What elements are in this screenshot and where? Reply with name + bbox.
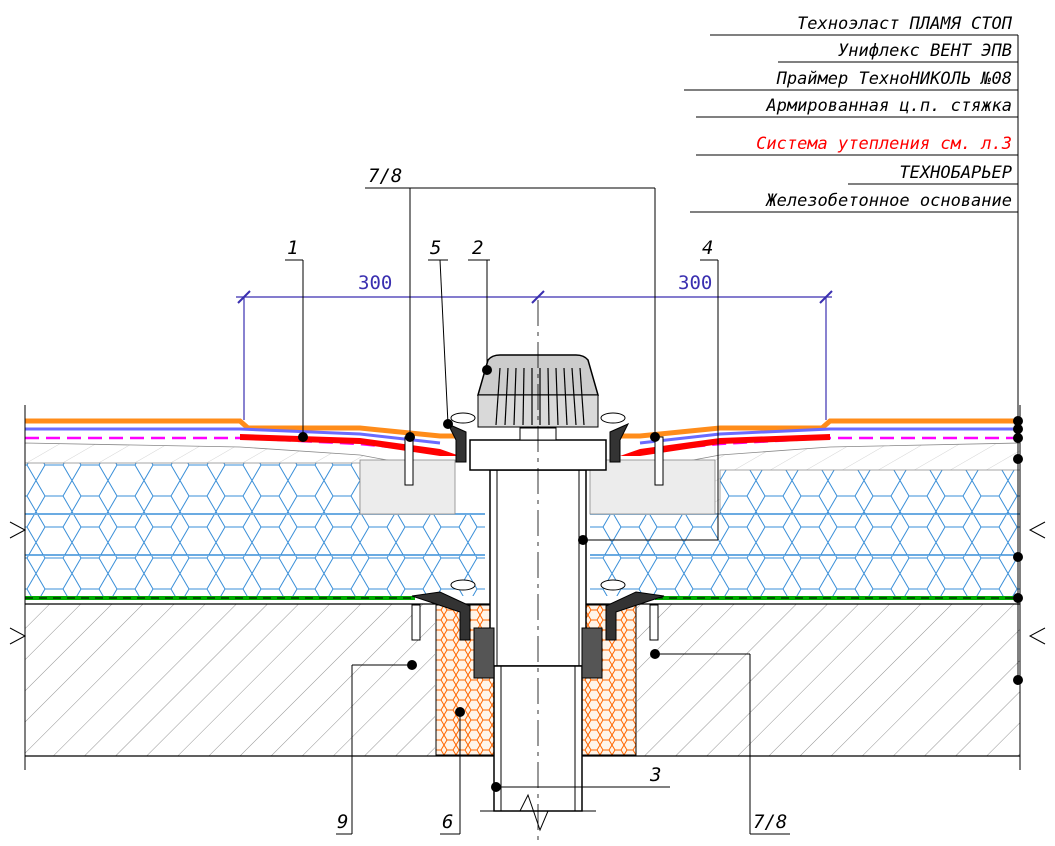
layer-label-7: Железобетонное основание <box>764 191 1012 211</box>
dimension-lines <box>236 290 833 420</box>
callout-3: 3 <box>649 764 661 786</box>
layer-label-4: Армированная ц.п. стяжка <box>765 96 1012 116</box>
callout-5: 5 <box>430 237 441 259</box>
layer-label-3: Праймер ТехноНИКОЛЬ №08 <box>776 69 1012 89</box>
break-symbols <box>9 405 1046 832</box>
callout-6: 6 <box>442 811 453 833</box>
layer-label-6: ТЕХНОБАРЬЕР <box>899 163 1012 183</box>
dimension-left: 300 <box>358 272 392 294</box>
screed-layer <box>24 442 1021 515</box>
callout-leaders <box>285 187 790 835</box>
callout-1: 1 <box>287 237 298 259</box>
concrete-slab <box>25 603 1020 757</box>
layer-label-2: Унифлекс ВЕНТ ЭПВ <box>838 41 1012 61</box>
layer-label-5: Система утепления см. л.3 <box>756 134 1012 154</box>
callout-9: 9 <box>337 811 348 833</box>
callout-dots <box>298 365 660 792</box>
callout-7-8-bottom: 7/8 <box>753 811 787 833</box>
callout-2: 2 <box>472 237 483 259</box>
layer-legend: Техноэласт ПЛАМЯ СТОП Унифлекс ВЕНТ ЭПВ … <box>756 14 1013 211</box>
clamping-flanges <box>411 412 665 641</box>
layer-label-1: Техноэласт ПЛАМЯ СТОП <box>797 14 1013 34</box>
callout-4: 4 <box>702 237 713 259</box>
layer-leader-dots <box>1013 416 1023 685</box>
dimension-right: 300 <box>678 272 712 294</box>
callout-7-8-top: 7/8 <box>368 165 402 187</box>
layer-leaders <box>684 34 1019 680</box>
